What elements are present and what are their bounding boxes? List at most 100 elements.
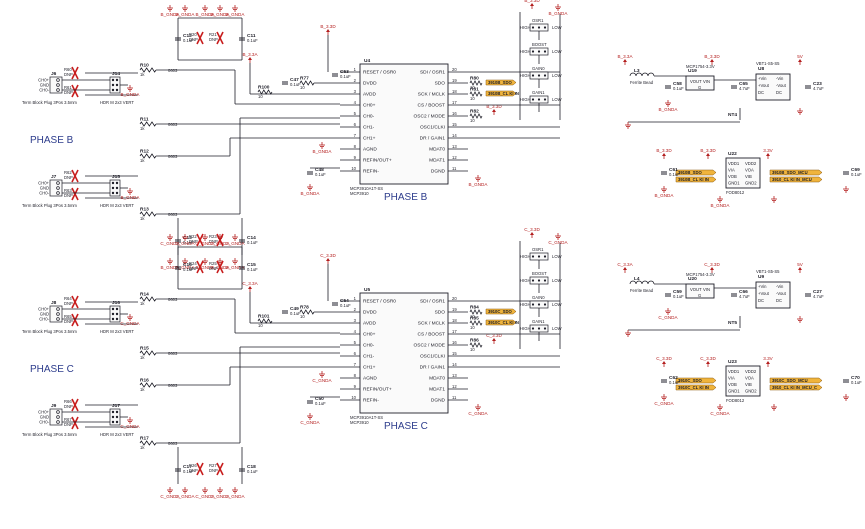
iso-vdd2: 3.3V [763, 148, 774, 159]
cap-ground: C_GNDA [195, 234, 216, 246]
dig-pin: VIB [745, 382, 752, 387]
iso-pin: DC [776, 298, 782, 303]
pin-name: REFIN- [363, 398, 379, 404]
pin-number: 13 [452, 144, 457, 149]
pin-name: CS / BOOST [418, 332, 446, 338]
jumper-high: HIGH [520, 73, 530, 78]
power-net-label: B_3.3D [486, 104, 502, 109]
resistor-ref: R11 [140, 117, 149, 123]
reg-pin: VIN [703, 79, 710, 84]
dig-pin: VOA [745, 376, 754, 381]
dig-part: FOD8012 [726, 190, 745, 195]
inductor-label: Ferrite Bead [630, 80, 654, 85]
resistor-value: 10 [300, 85, 305, 90]
resistor-value: 1k [140, 387, 145, 392]
reg-ground: B_GNDA [659, 100, 678, 112]
terminal-ref: J9 [51, 403, 57, 409]
pkg-label: 0603 [168, 122, 178, 127]
dnp-label: DNP [64, 301, 73, 306]
resistor-value: 10 [470, 347, 475, 352]
capacitor-value: 0.1uF [851, 172, 862, 177]
resistor-ref: R101 [258, 314, 270, 320]
capacitor-value: 0.1uF [673, 86, 684, 91]
cap-ground: B_GNDA [211, 5, 230, 17]
iso-pin: +Vin [758, 284, 767, 289]
capacitor-value: 0.1uF [247, 267, 258, 272]
pin-name: CH0- [363, 114, 375, 120]
jumper-low: LOW [552, 326, 562, 331]
iso-ref: U9 [758, 274, 764, 280]
dnp-ref: R65 [64, 314, 72, 319]
pin-number: 14 [452, 133, 457, 138]
dig-pin: VOB [728, 174, 737, 179]
power-net-label: C_3.3D [320, 253, 336, 258]
iso-pin: -Vout [776, 291, 787, 296]
net-tag-label: 3910_CL KI IN_MCU [772, 177, 812, 182]
ground-net-label: C_GNDA [710, 411, 730, 416]
ground-net-label: C_GNDA [225, 241, 245, 246]
dnp-ref: R26 [189, 463, 197, 468]
inductor-label: Ferrite Bead [630, 288, 654, 293]
terminal-pin-label: GND [40, 186, 49, 191]
pin-name: CH1- [363, 354, 375, 360]
pin-number: 15 [452, 351, 457, 356]
resistor-value: 10 [300, 314, 305, 319]
pin-number: 9 [354, 384, 357, 389]
dnp-label: DNP [64, 175, 73, 180]
jumper-low: LOW [552, 254, 562, 259]
phase-label: PHASE B [30, 135, 74, 146]
power-net-label: B_3.3A [242, 52, 258, 57]
pin-name: MDAT0 [429, 376, 445, 382]
dnp-label: DNP [189, 266, 198, 271]
net-tag: 3910B_CL KI IN [485, 90, 519, 97]
pullup-supply: C_3.3D [486, 333, 502, 344]
jumper-low: LOW [552, 302, 562, 307]
agnd: B_GNDA [313, 142, 332, 154]
capacitor-ref: C15 [247, 262, 256, 268]
net-tag: 3910B_SDO [675, 169, 717, 176]
pin-name: MDAT1 [429, 387, 445, 393]
analog-supply: C_3.3A [242, 281, 259, 292]
jumper-high: HIGH [520, 25, 530, 30]
iso-gnd1: C_GNDA [654, 394, 675, 406]
capacitor-value: 0.1uF [247, 469, 258, 474]
ground-net-label: C_GNDA [195, 241, 215, 246]
pin-name: CH0+ [363, 332, 376, 338]
power-net-label: C_3.3D [700, 356, 716, 361]
pin-name: OSC2 / MODE [414, 343, 445, 349]
jumper-supply: C_3.3D [524, 227, 540, 238]
ground-net-label: B_GNDA [196, 12, 216, 17]
ground-net-label: B_GNDA [655, 193, 675, 198]
iso-pin: DC [758, 298, 764, 303]
header-caption: HDR M 2x3 VERT [100, 329, 134, 334]
pin-number: 9 [354, 155, 357, 160]
dgnd-ground: C_GNDA [468, 404, 489, 416]
jumper-high: HIGH [520, 254, 530, 259]
capacitor-value: 4.7uF [813, 294, 824, 299]
terminal-pin-label: CH0- [39, 420, 49, 425]
ground-net-label: B_GNDA [226, 12, 246, 17]
pin-name: SCK / MCLK [418, 321, 446, 327]
cap-ground: C_GNDA [225, 487, 246, 499]
power-net-label: C_3.3D [486, 333, 502, 338]
dig-pin: VDD2 [745, 161, 757, 166]
pin-number: 11 [452, 166, 457, 171]
resistor-ref: R14 [140, 292, 149, 298]
dnp-label: DNP [64, 193, 73, 198]
resistor-value: 10 [470, 85, 475, 90]
